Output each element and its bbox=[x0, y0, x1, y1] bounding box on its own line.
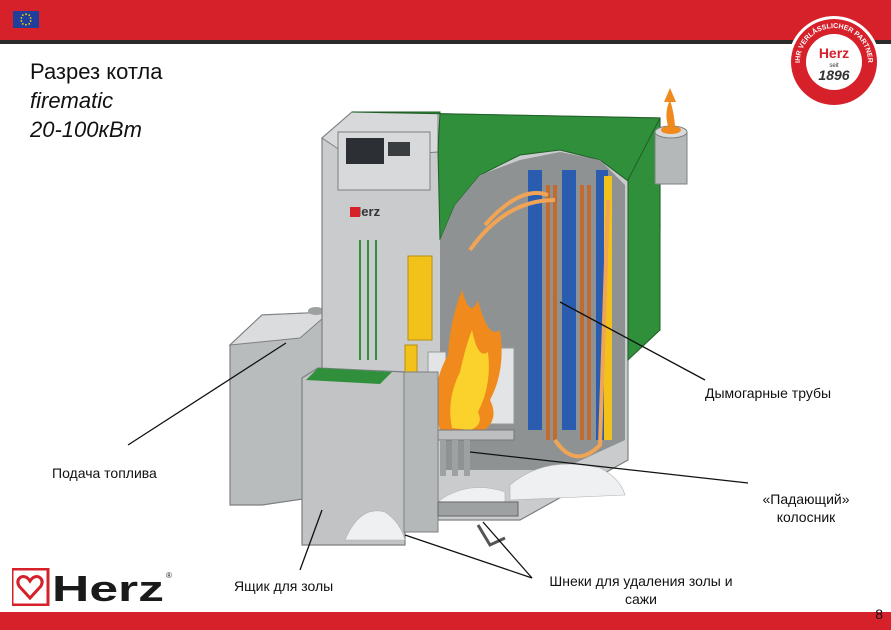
label-falling-grate-line-1: «Падающий» bbox=[740, 490, 872, 508]
herz-logo: Herz ® bbox=[12, 568, 174, 606]
label-ash-box: Ящик для золы bbox=[234, 577, 333, 595]
flue-outlet bbox=[655, 88, 687, 184]
label-ash-augers: Шнеки для удаления золы и сажи bbox=[516, 572, 766, 608]
registered-mark: ® bbox=[166, 571, 172, 580]
page-number: 8 bbox=[875, 606, 883, 622]
label-falling-grate: «Падающий» колосник bbox=[740, 490, 872, 526]
label-falling-grate-line-2: колосник bbox=[740, 508, 872, 526]
label-ash-augers-line-2: сажи bbox=[516, 590, 766, 608]
logo-text: Herz bbox=[52, 568, 164, 606]
label-fuel-feed: Подача топлива bbox=[52, 464, 157, 482]
label-smoke-tubes: Дымогарные трубы bbox=[705, 384, 831, 402]
ash-augers bbox=[438, 502, 518, 545]
label-ash-augers-line-1: Шнеки для удаления золы и bbox=[516, 572, 766, 590]
bottom-red-bar bbox=[0, 612, 891, 630]
